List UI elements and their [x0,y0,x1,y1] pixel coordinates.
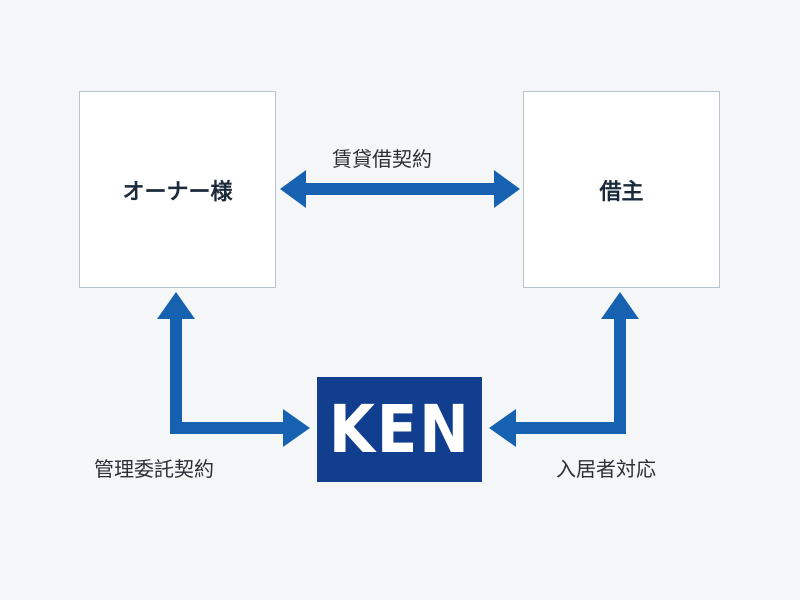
management-elbow-arrow [157,292,310,447]
lease-contract-label: 賃貸借契約 [332,147,432,171]
resident-elbow-arrow [489,292,639,447]
tenant-label: 借主 [599,179,644,205]
management-contract-label: 管理委託契約 [94,457,214,481]
resident-support-label: 入居者対応 [556,457,656,481]
tenant-box: 借主 [523,91,720,288]
lease-double-arrow [280,170,520,208]
ken-logo-text: KEN [328,390,471,468]
owner-label: オーナー様 [122,179,233,205]
owner-box: オーナー様 [79,91,276,288]
ken-logo: KEN [317,377,482,482]
